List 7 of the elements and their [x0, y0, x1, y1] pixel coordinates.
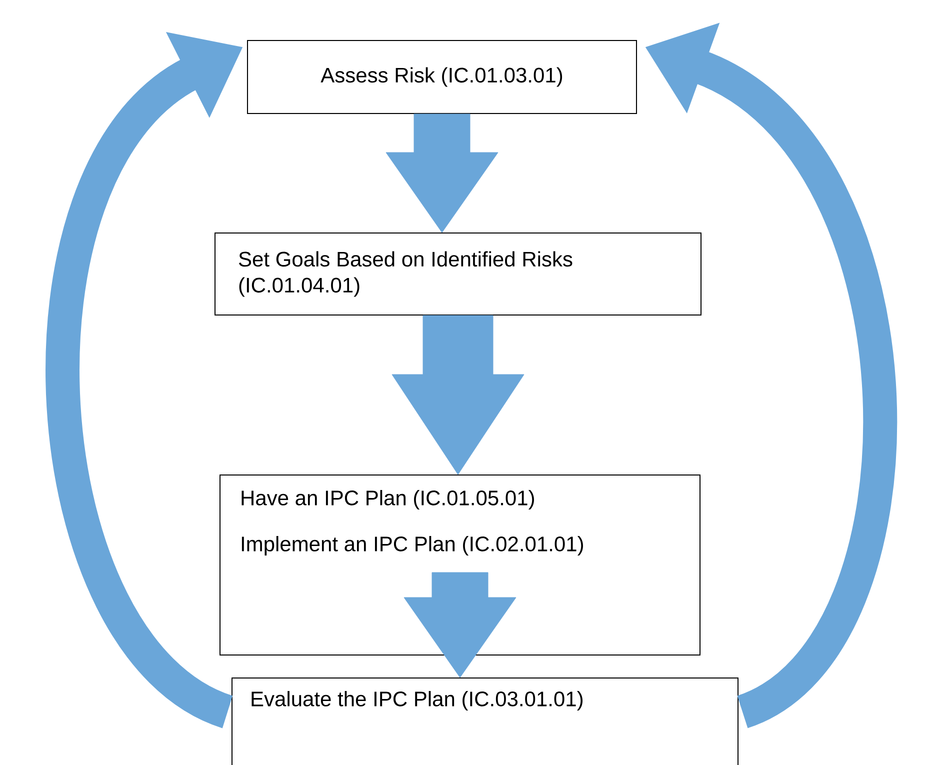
process-box: Have an IPC Plan (IC.01.05.01) Implement an IPC Plan (IC.02.01.01) [220, 474, 700, 656]
block-arrow [392, 315, 524, 475]
process-box: Set Goals Based on Identified Risks (IC.01.04.01) [214, 232, 702, 316]
block-arrow [386, 114, 498, 233]
process-box: Evaluate the IPC Plan (IC.03.01.01) [232, 677, 738, 765]
block-arrow [404, 572, 516, 678]
process-box: Assess Risk (IC.01.03.01) [247, 40, 637, 114]
